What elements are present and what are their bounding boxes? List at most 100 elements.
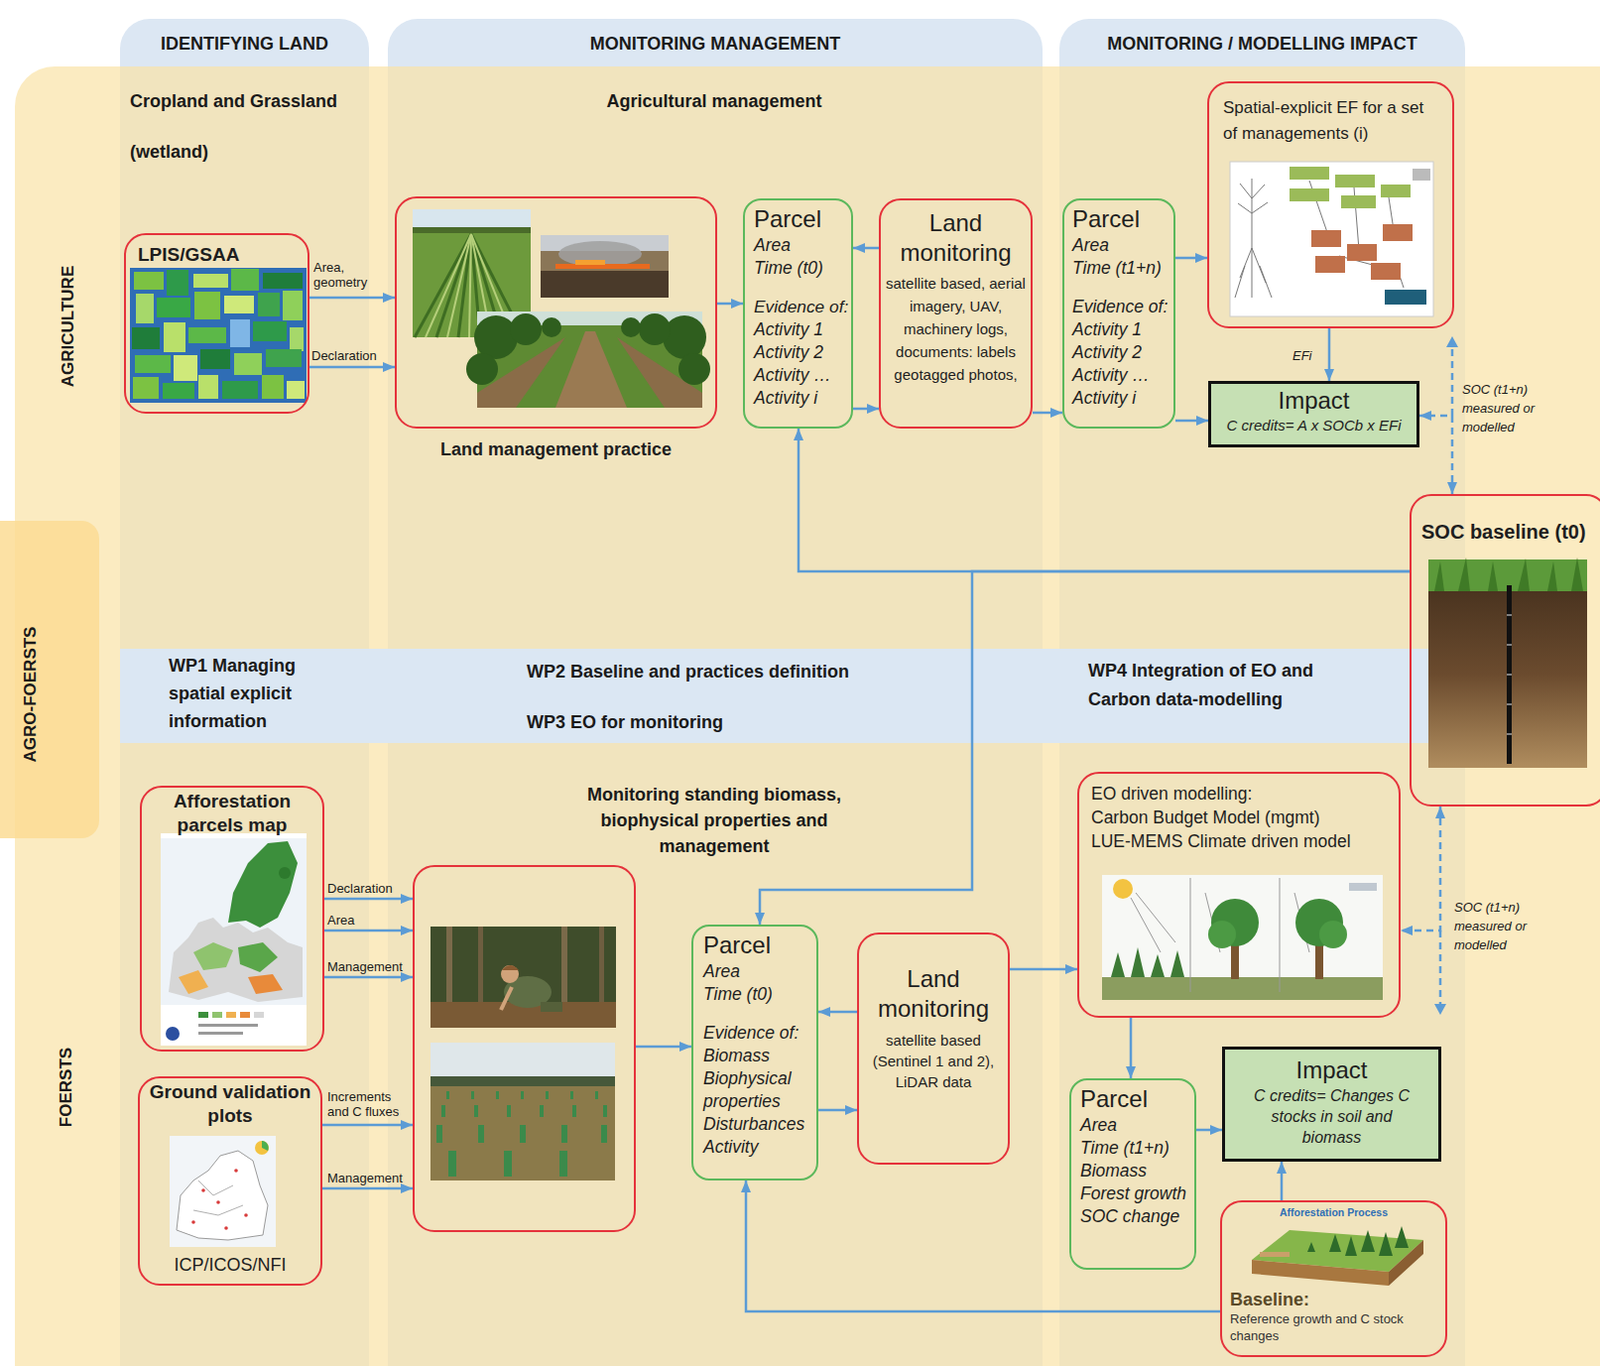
node-title: Land monitoring: [863, 964, 1003, 1024]
node-text: Disturbances: [703, 1112, 813, 1136]
column-header: MONITORING / MODELLING IMPACT: [1059, 31, 1466, 56]
node-text: Evidence of:: [753, 295, 848, 319]
connector-arrow: [717, 302, 743, 306]
section-heading: Monitoring standing biomass, biophysical…: [555, 781, 873, 860]
column-header: IDENTIFYING LAND: [120, 31, 370, 56]
edge-label: Area: [327, 912, 412, 928]
connector-arrow: [759, 571, 1410, 925]
work-package-label: WP4 Integration of EO and Carbon data-mo…: [1088, 656, 1376, 715]
node-text: Time (t0): [753, 256, 848, 280]
connector-arrow: [309, 296, 395, 300]
node-text: Baseline:: [1230, 1288, 1438, 1311]
connector-arrow: [1280, 1161, 1284, 1201]
parcel-box: ParcelAreaTime (t1+n)BiomassForest growt…: [1069, 1078, 1197, 1270]
node-title: EO driven modelling:: [1091, 781, 1387, 806]
parcel-map-box: LPIS/GSAA: [123, 233, 310, 414]
connector-arrow: [324, 897, 413, 901]
node-text: Evidence of:: [703, 1021, 813, 1045]
edge-label: Increments and C fluxes: [327, 1089, 412, 1119]
row-label: AGRO-FOERSTS: [19, 545, 42, 844]
impact-box: ImpactC credits= Changes C stocks in soi…: [1222, 1046, 1442, 1162]
node-title: SOC baseline (t0): [1421, 519, 1597, 544]
node-title: Afforestation parcels map: [147, 789, 317, 838]
node-text: Area: [753, 234, 848, 257]
node-title: Spatial-explicit EF for a set of managem…: [1223, 95, 1439, 147]
row-label: AGRICULTURE: [57, 177, 80, 476]
node-title: Land management practice: [396, 438, 716, 461]
node-text: Area: [1072, 234, 1170, 257]
baseline-box: Afforestation ProcessBaseline:Reference …: [1220, 1200, 1448, 1357]
soil-profile-photo: [1428, 557, 1588, 768]
connector-arrow: [1328, 328, 1332, 381]
node-title: Impact: [1215, 385, 1413, 416]
parcel-box: ParcelAreaTime (t0)Evidence of:Activity …: [742, 198, 854, 429]
soc-baseline-box: SOC baseline (t0): [1409, 493, 1600, 807]
node-text: Activity i: [753, 386, 848, 410]
node-text: satellite based, aerial imagery, UAV, ma…: [885, 271, 1026, 386]
connector-arrow: [745, 1180, 1221, 1312]
dashed-connector: [1419, 415, 1453, 494]
node-text: Time (t1+n): [1072, 256, 1170, 280]
row-heading: (wetland): [129, 139, 329, 164]
node-text: ICP/ICOS/NFI: [145, 1253, 315, 1276]
node-text: LUE-MEMS Climate driven model: [1091, 829, 1387, 854]
orchard-photo: [466, 311, 711, 408]
dashed-arrow-extension: [1440, 347, 1453, 1004]
node-text: satellite based (Sentinel 1 and 2), LiDA…: [863, 1029, 1003, 1093]
node-text: Biophysical properties: [703, 1067, 813, 1113]
validation-plots-box: Ground validation plotsICP/ICOS/NFI: [137, 1076, 323, 1286]
connector-arrow: [324, 976, 413, 980]
validation-plots-map: [169, 1135, 276, 1247]
connector-arrow: [1175, 256, 1208, 260]
ef-model-diagram: [1230, 161, 1434, 317]
node-text: Biomass: [703, 1044, 813, 1068]
edge-label: SOC (t1+n) measured or modelled: [1462, 379, 1557, 437]
node-text: Evidence of:: [1072, 295, 1170, 319]
edge-label: EFi: [1292, 346, 1327, 366]
arrowhead: [1446, 336, 1459, 348]
work-package-label: WP3 EO for monitoring: [526, 708, 1003, 737]
model-box: EO driven modelling:Carbon Budget Model …: [1077, 771, 1401, 1018]
connector-arrow: [1175, 419, 1209, 423]
node-title: Afforestation Process: [1230, 1205, 1438, 1220]
node-text: Activity 1: [753, 318, 848, 342]
row-label: FOERSTS: [55, 938, 78, 1236]
node-text: Reference growth and C stock changes: [1230, 1310, 1438, 1345]
connector-arrow: [1009, 968, 1078, 972]
node-text: C credits= Changes C stocks in soil and …: [1246, 1085, 1417, 1148]
arrowhead: [1434, 1003, 1447, 1015]
afforestation-process-illustration: [1251, 1226, 1424, 1286]
impact-box: ImpactC credits= A x SOCb x EFi: [1208, 380, 1420, 448]
node-text: Biomass: [1080, 1159, 1191, 1183]
europe-forest-map: [160, 833, 307, 1046]
edge-label: Declaration: [327, 880, 412, 896]
node-text: Area: [1080, 1113, 1191, 1137]
node-title: LPIS/GSAA: [137, 243, 296, 267]
node-text: Forest growth: [1080, 1182, 1191, 1206]
edge-label: SOC (t1+n) measured or modelled: [1454, 897, 1549, 955]
node-text: Activity 2: [753, 341, 848, 365]
connector-arrow: [1032, 411, 1063, 415]
forest-photo-box: [412, 864, 636, 1232]
connector-arrow: [324, 929, 413, 933]
connector-arrow: [853, 407, 879, 411]
plantation-photo: [430, 1042, 616, 1181]
node-title: Parcel: [1080, 1084, 1191, 1114]
node-text: Carbon Budget Model (mgmt): [1091, 805, 1387, 830]
connector-arrow: [309, 366, 395, 370]
column-header: MONITORING MANAGEMENT: [387, 31, 1043, 56]
node-text: Time (t0): [703, 983, 813, 1006]
emission-factor-box: Spatial-explicit EF for a set of managem…: [1207, 81, 1455, 329]
connector-arrow: [322, 1123, 413, 1127]
connector-arrow: [818, 1010, 858, 1014]
node-title: Impact: [1246, 1055, 1417, 1086]
work-package-label: WP1 Managing spatial explicit informatio…: [168, 651, 328, 736]
node-text: Activity: [703, 1135, 813, 1159]
row-heading: Cropland and Grassland: [129, 89, 369, 114]
connector-arrow: [818, 1108, 858, 1112]
connector-arrow: [322, 1187, 413, 1191]
section-heading: Agricultural management: [555, 89, 873, 114]
node-text: C credits= A x SOCb x EFi: [1215, 415, 1413, 436]
node-title: Ground validation plots: [145, 1080, 315, 1128]
connector-arrow: [635, 1045, 692, 1049]
